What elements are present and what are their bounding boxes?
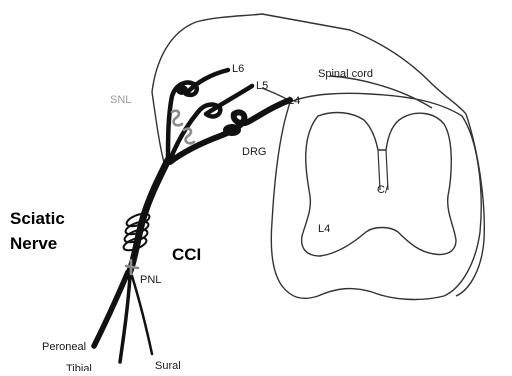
spinal-cord-outline bbox=[152, 14, 484, 299]
central-canal-label: C/ bbox=[377, 184, 389, 196]
nerve-fibers bbox=[94, 70, 290, 362]
pnl-label: PNL bbox=[140, 274, 161, 286]
l4-root-label: L4 bbox=[288, 95, 300, 107]
l4-segment-label: L4 bbox=[318, 223, 330, 235]
l5-label: L5 bbox=[256, 80, 268, 92]
peroneal-label: Peroneal bbox=[42, 341, 86, 353]
spinal-cord-label: Spinal cord bbox=[318, 68, 373, 80]
sural-branch bbox=[132, 276, 152, 354]
l6-label: L6 bbox=[232, 63, 244, 75]
snl-ligatures bbox=[172, 111, 194, 144]
snl-label: SNL bbox=[110, 94, 131, 106]
drg-label: DRG bbox=[242, 146, 266, 158]
sural-label: Sural bbox=[155, 360, 181, 371]
drg-ganglion bbox=[223, 124, 241, 136]
sciatic-label-line1: Sciatic bbox=[10, 209, 65, 228]
cci-label: CCI bbox=[172, 245, 201, 264]
sciatic-label-line2: Nerve bbox=[10, 234, 57, 253]
l6-ganglion bbox=[176, 85, 188, 95]
tibial-label: Tibial bbox=[66, 363, 92, 371]
